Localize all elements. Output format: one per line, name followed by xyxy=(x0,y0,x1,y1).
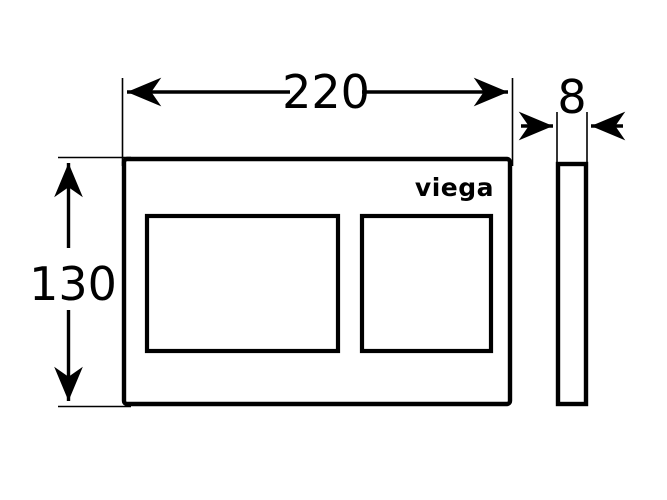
front-view-right-button[interactable] xyxy=(359,213,494,354)
height-dimension-group: 130 xyxy=(29,163,117,401)
width-dimension-group: 220 xyxy=(127,65,508,119)
depth-dimension-label: 8 xyxy=(557,70,586,124)
side-view-profile-outline xyxy=(555,161,589,407)
extension-lines xyxy=(58,78,588,408)
front-view-left-button[interactable] xyxy=(144,213,341,354)
height-dimension-label: 130 xyxy=(29,257,117,311)
depth-dimension-group: 8 xyxy=(518,70,626,141)
viega-brand-logo: viega xyxy=(415,173,494,202)
width-dimension-label: 220 xyxy=(282,65,370,119)
